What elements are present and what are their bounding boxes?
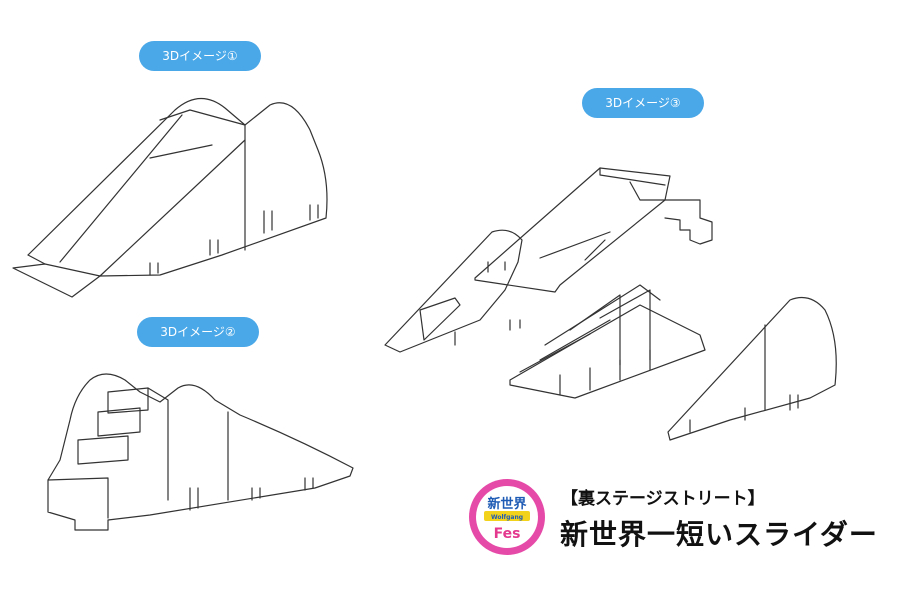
festival-logo: 新世界 Wolfgang Fes [469, 479, 545, 555]
label-3d-image-1: 3Dイメージ① [139, 41, 261, 71]
caption-title: 新世界一短いスライダー [560, 518, 878, 551]
label-3d-image-3: 3Dイメージ③ [582, 88, 704, 118]
logo-text-3: Fes [494, 526, 521, 542]
slide-drawing-1 [12, 97, 328, 298]
label-3d-image-2: 3Dイメージ② [137, 317, 259, 347]
slide-drawing-3 [384, 167, 837, 441]
logo-text-2: Wolfgang [491, 514, 523, 521]
logo-text-1: 新世界 [487, 496, 526, 512]
slide-drawing-2 [47, 373, 354, 531]
caption-subtitle: 【裏ステージストリート】 [561, 489, 765, 509]
